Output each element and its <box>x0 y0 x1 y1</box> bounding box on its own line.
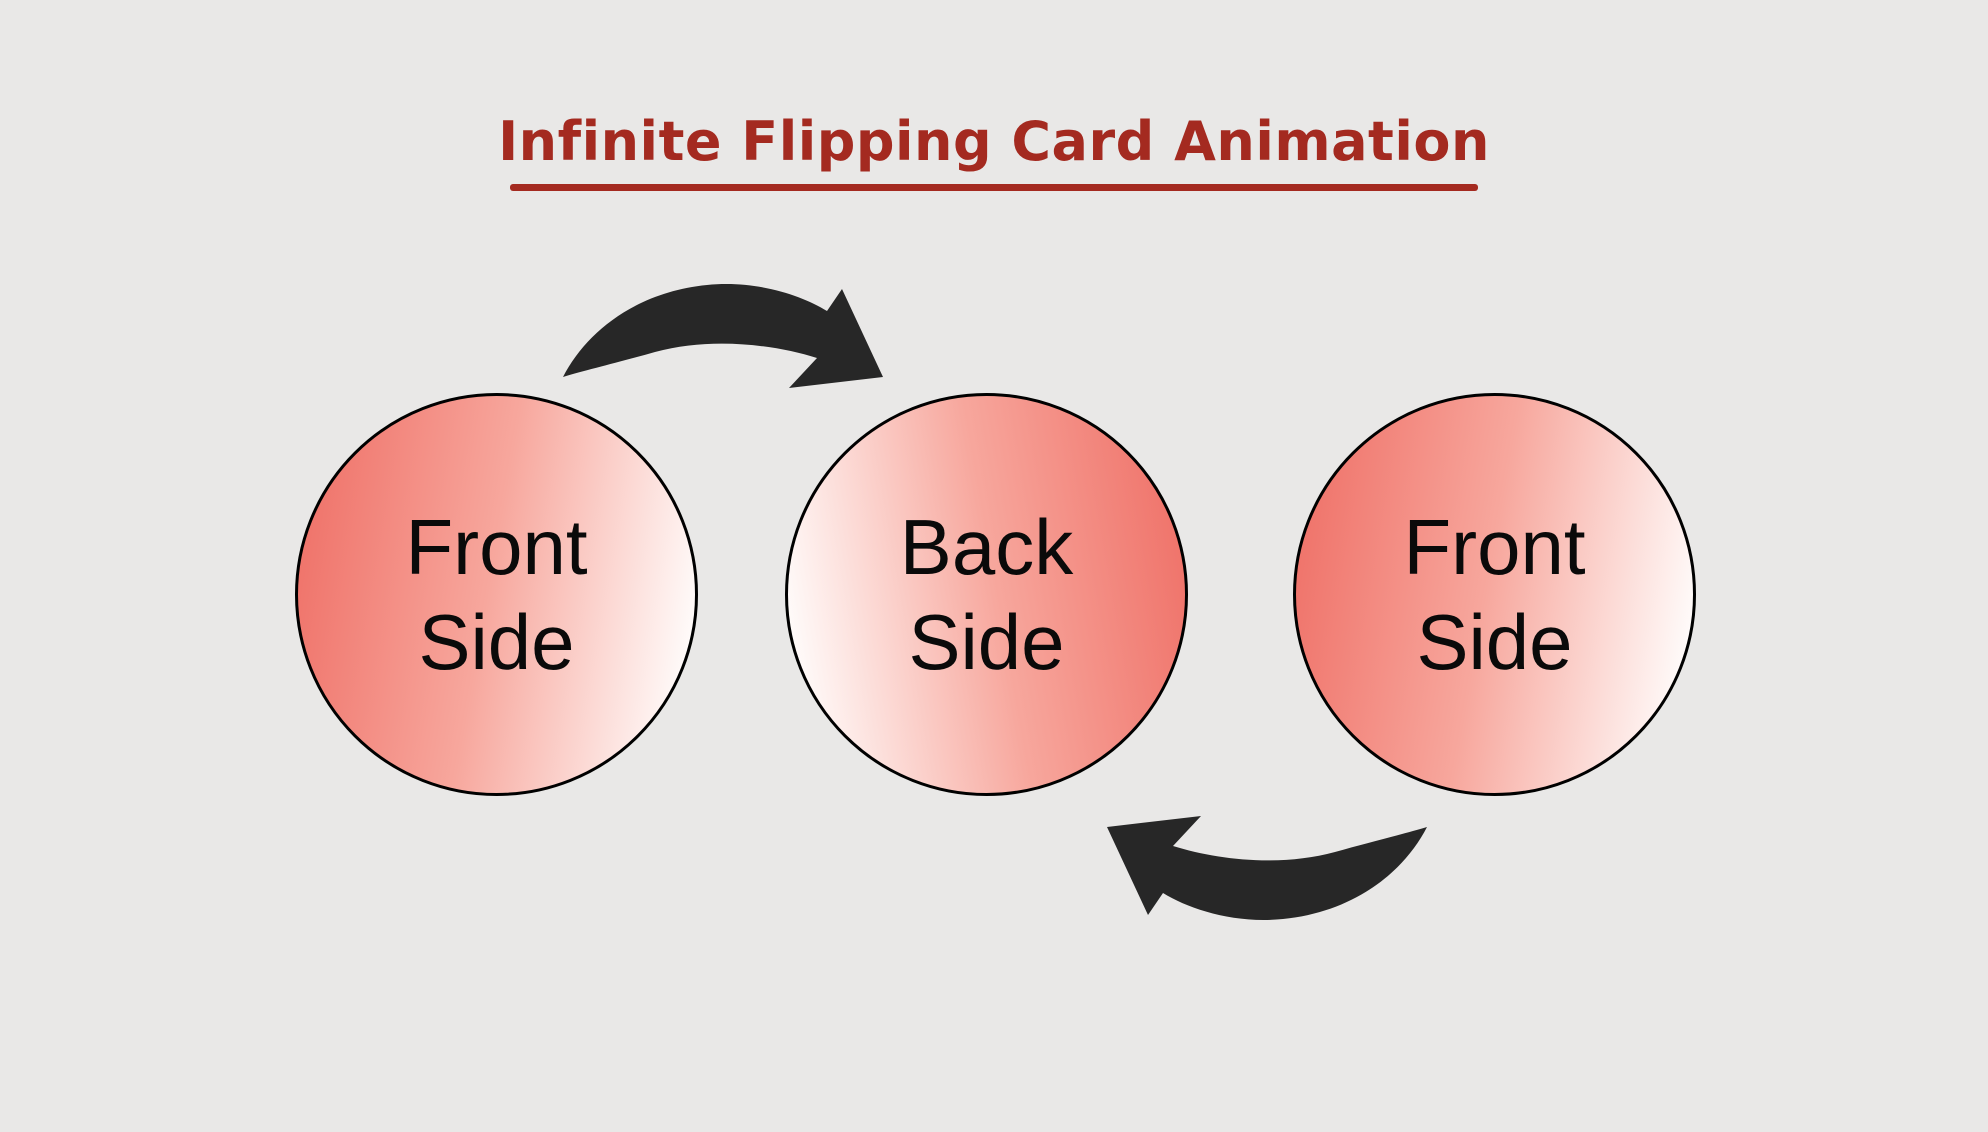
card-label-line: Front <box>405 502 588 591</box>
card-label: Back Side <box>900 500 1073 690</box>
title-block: Infinite Flipping Card Animation <box>0 108 1988 191</box>
card-label-line: Front <box>1403 502 1586 591</box>
curved-arrow-right-shape <box>563 284 883 388</box>
curved-arrow-left-icon <box>1107 816 1427 920</box>
page-title: Infinite Flipping Card Animation <box>498 110 1490 173</box>
card-label: Front Side <box>405 500 587 690</box>
title-underline <box>510 183 1478 191</box>
card-label-line: Side <box>418 597 575 686</box>
curved-arrow-right-icon <box>563 284 883 388</box>
card-label-line: Side <box>908 597 1065 686</box>
card-label-line: Side <box>1416 597 1573 686</box>
card-front-side-right: Front Side <box>1293 393 1696 796</box>
card-back-side: Back Side <box>785 393 1188 796</box>
card-front-side-left: Front Side <box>295 393 698 796</box>
card-label-line: Back <box>899 502 1074 591</box>
card-label: Front Side <box>1403 500 1585 690</box>
curved-arrow-left-shape <box>1107 816 1427 920</box>
